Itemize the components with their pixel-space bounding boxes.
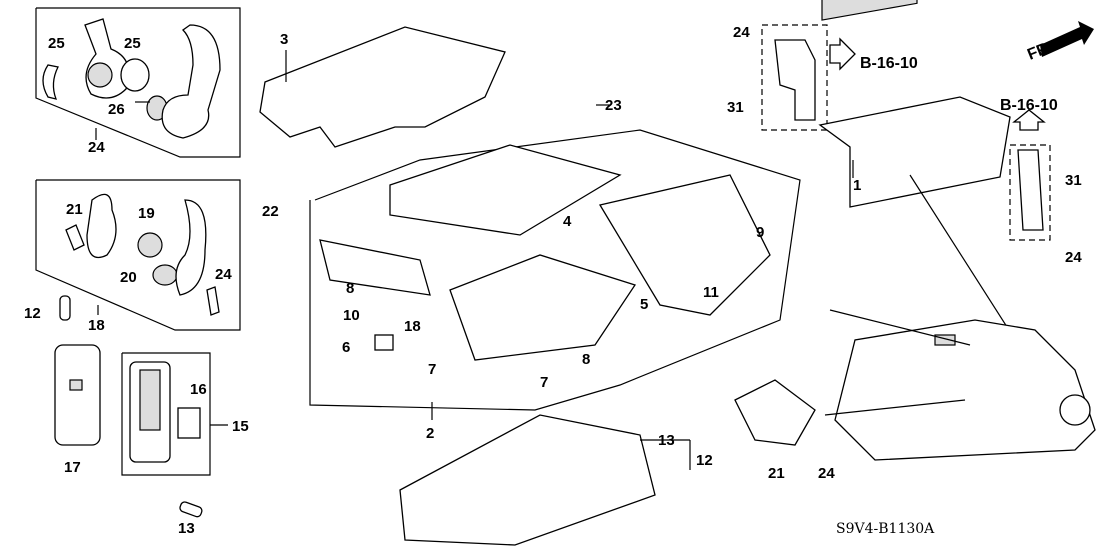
wireless-headphone-group — [35, 7, 241, 158]
callout-11: 11 — [703, 284, 719, 301]
center-assembly — [259, 26, 801, 546]
housing-frame-part — [449, 254, 637, 361]
headphone-left-part — [84, 18, 130, 99]
carrying-case-part — [54, 344, 101, 446]
remote-group — [121, 352, 211, 476]
reference-label[interactable]: B-16-10 — [1000, 97, 1058, 114]
callout-8: 8 — [582, 351, 590, 368]
callout-1: 1 — [853, 177, 861, 194]
bracket-plate-part — [259, 26, 506, 148]
battery-part — [179, 501, 203, 518]
callout-22: 21 — [66, 201, 83, 218]
ref-arrow-2 — [1012, 109, 1046, 131]
switch-part — [374, 334, 394, 351]
callout-26: 24 — [215, 266, 232, 283]
callout-14: 12 — [24, 305, 41, 322]
diagram-code: S9V4-B1130A — [836, 521, 935, 537]
control-panel-part — [319, 239, 431, 296]
callout-4: 4 — [563, 213, 572, 230]
callout-9: 9 — [756, 224, 764, 241]
battery-part — [59, 295, 71, 321]
callout-5: 5 — [640, 296, 648, 313]
front-arrow-icon — [1040, 21, 1094, 57]
callout-24: 24 — [1065, 249, 1082, 266]
callout-7: 7 — [540, 374, 548, 391]
dvd-unit-part — [818, 96, 1011, 208]
callout-21: 20 — [120, 269, 137, 286]
reference-label[interactable]: B-16-10 — [860, 55, 918, 72]
callout-21: 19 — [138, 205, 155, 222]
base-frame-part — [389, 144, 622, 236]
jack-unit-part — [734, 379, 816, 446]
dvd-unit-group — [761, 0, 1094, 411]
callout-15: 13 — [178, 520, 195, 537]
callout-16: 15 — [232, 418, 249, 435]
callout-31: 31 — [727, 99, 744, 116]
callout-25: 23 — [605, 97, 622, 114]
callout-7: 7 — [428, 361, 436, 378]
callout-17: 16 — [190, 381, 207, 398]
callout-10: 10 — [343, 307, 360, 324]
headphone-right-part — [161, 24, 221, 139]
callout-29: 25 — [48, 35, 65, 52]
callout-18: 17 — [64, 459, 81, 476]
callout-6: 6 — [342, 339, 350, 356]
callout-25: 22 — [262, 203, 279, 220]
ref-arrow-1 — [829, 37, 856, 71]
callout-30: 26 — [108, 101, 125, 118]
callout-20: 18 — [88, 317, 105, 334]
callout-8: 8 — [346, 280, 354, 297]
callout-12: 12 — [696, 452, 713, 469]
callout-3: 3 — [280, 31, 288, 48]
callout-31: 31 — [1065, 172, 1082, 189]
callout-2: 2 — [426, 425, 434, 442]
callout-30: 25 — [124, 35, 141, 52]
display-monitor-part — [598, 174, 771, 316]
callout-24: 24 — [733, 24, 750, 41]
wired-headphone-group — [35, 179, 241, 331]
callout-13: 13 — [658, 432, 675, 449]
vehicle-illustration — [824, 309, 1096, 461]
callout-28: 24 — [88, 139, 105, 156]
ear-pad-part — [120, 58, 150, 92]
remote-holder-part — [177, 407, 201, 439]
callout-23: 21 — [768, 465, 785, 482]
overhead-cover-part — [399, 414, 656, 546]
callout-27: 24 — [818, 465, 835, 482]
callout-19: 18 — [404, 318, 421, 335]
ear-cover-part — [42, 64, 59, 100]
